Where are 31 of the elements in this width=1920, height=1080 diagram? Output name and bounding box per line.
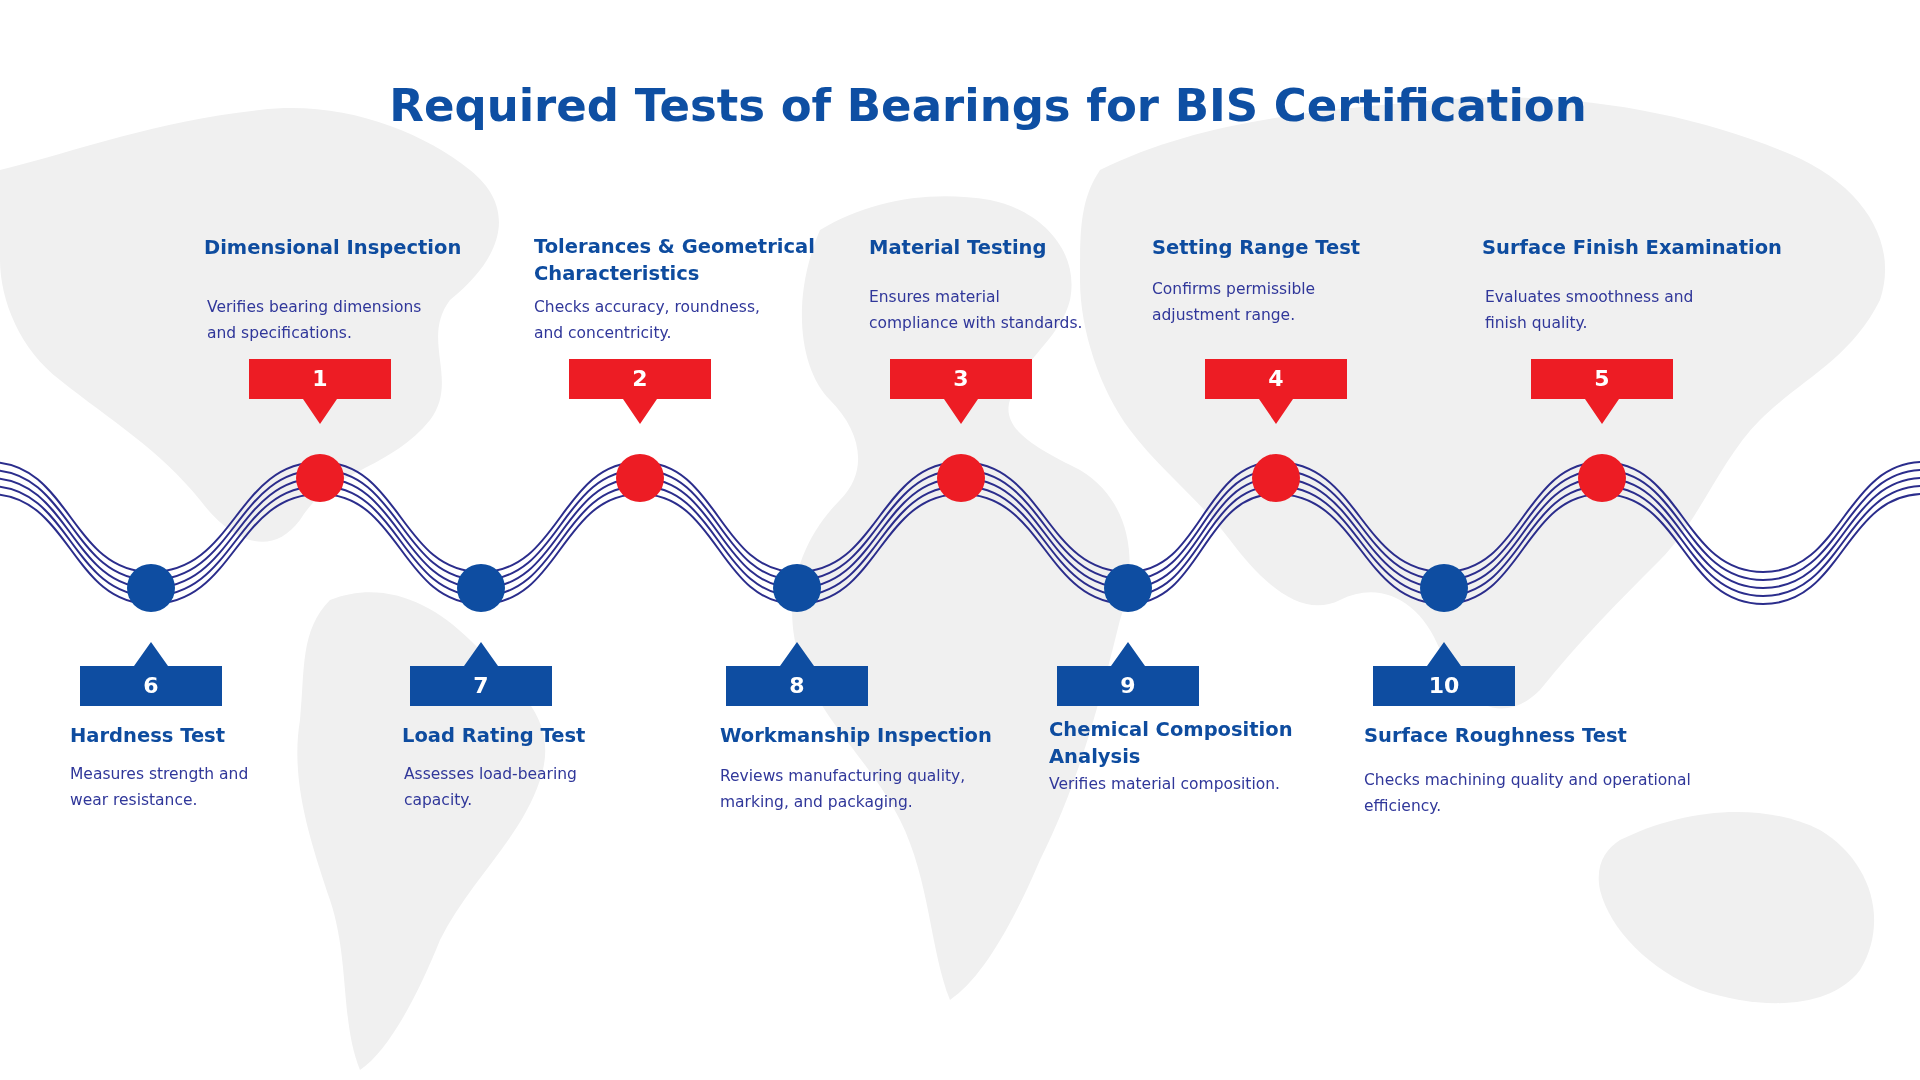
number-callout: 3 xyxy=(890,359,1032,424)
step-title: Setting Range Test xyxy=(1152,235,1361,261)
number-callout: 8 xyxy=(726,642,868,706)
number-callout: 6 xyxy=(80,642,222,706)
step-title: Dimensional Inspection xyxy=(204,235,462,261)
page-title: Required Tests of Bearings for BIS Certification xyxy=(389,78,1587,134)
step-description: Checks machining quality and operational efficiency. xyxy=(1364,770,1692,817)
number-callout: 4 xyxy=(1205,359,1347,424)
step-description: Measures strength and wear resistance. xyxy=(70,764,250,811)
step-description: Confirms permissible adjustment range. xyxy=(1152,279,1317,326)
step-title: Load Rating Test xyxy=(402,723,586,749)
step-description: Evaluates smoothness and finish quality. xyxy=(1485,287,1695,334)
step-description: Verifies material composition. xyxy=(1049,774,1281,795)
step-title: Material Testing xyxy=(869,235,1047,261)
step-description: Reviews manufacturing quality, marking, and packaging. xyxy=(720,766,967,813)
step-title: Hardness Test xyxy=(70,723,226,749)
number-callout: 9 xyxy=(1057,642,1199,706)
step-description: Ensures material compliance with standards. xyxy=(869,287,1084,334)
step-description: Verifies bearing dimensions and specifications. xyxy=(207,297,423,344)
number-callout: 5 xyxy=(1531,359,1673,424)
number-callout: 2 xyxy=(569,359,711,424)
step-title: Surface Finish Examination xyxy=(1482,235,1782,261)
step-title: Workmanship Inspection xyxy=(720,723,992,749)
number-callout: 1 xyxy=(249,359,391,424)
step-description: Assesses load-bearing capacity. xyxy=(404,764,578,811)
number-callout: 7 xyxy=(410,642,552,706)
step-title: Chemical Composition Analysis xyxy=(1049,717,1294,770)
step-title: Surface Roughness Test xyxy=(1364,723,1627,749)
step-description: Checks accuracy, roundness, and concentricity. xyxy=(534,297,761,344)
step-title: Tolerances & Geometrical Characteristics xyxy=(534,234,816,287)
number-callout: 10 xyxy=(1373,642,1515,706)
